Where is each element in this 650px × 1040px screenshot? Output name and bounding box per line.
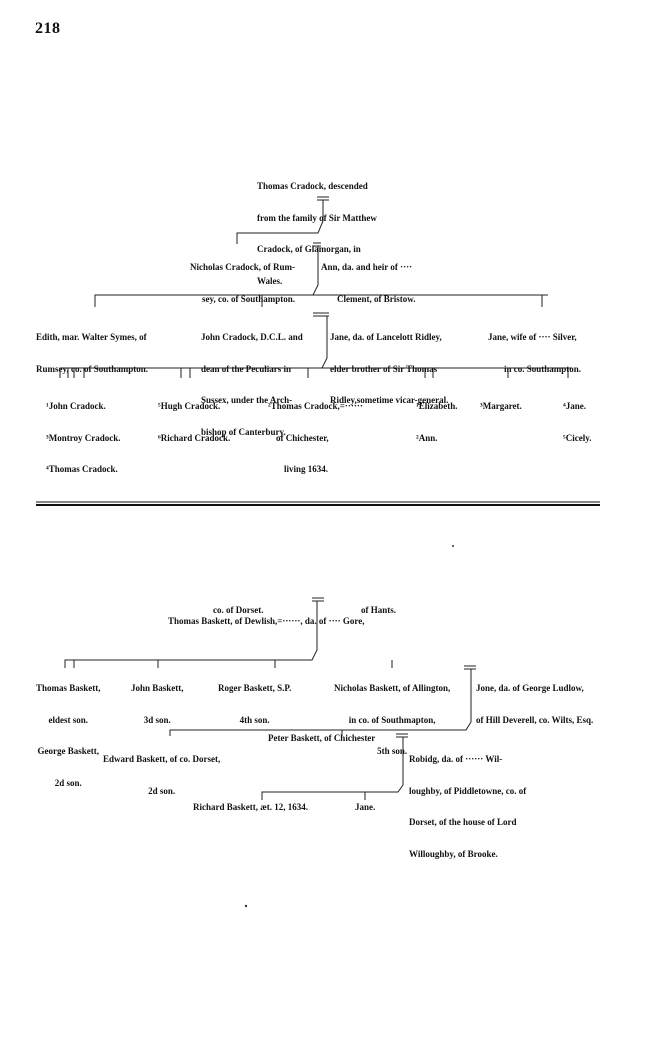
nicholas-line-1: Nicholas Cradock, of Rum- — [190, 262, 295, 272]
robidg-line-2: loughby, of Piddletowne, co. of — [409, 785, 527, 796]
root-line-3: Cradock, of Glamorgan, in — [257, 244, 361, 254]
roger-baskett: Roger Baskett, S.P. 4th son. — [218, 662, 291, 736]
john-line-1: John Cradock, D.C.L. and — [201, 332, 303, 342]
edward-baskett-son: 2d son. — [148, 785, 176, 796]
thomas-george-baskett: Thomas Baskett, eldest son. George Baske… — [36, 662, 101, 799]
ann-clement: Ann, da. and heir of ···· Clement, of Br… — [321, 241, 416, 315]
jane-ridley: Jane, da. of Lancelott Ridley, elder bro… — [330, 311, 448, 416]
edith-line-1: Edith, mar. Walter Symes, of — [36, 332, 147, 342]
root-line-2: from the family of Sir Matthew — [257, 212, 377, 223]
baskett-root-line-2: co. of Dorset. — [213, 605, 264, 615]
john-line-4: bishop of Canterbury. — [201, 426, 286, 437]
jane-silver: Jane, wife of ···· Silver, in co. Southa… — [488, 311, 581, 385]
child-john: ¹John Cradock. — [46, 401, 106, 411]
robidg-line-4: Willoughby, of Brooke. — [409, 848, 498, 859]
thomas-baskett-eldest: eldest son. — [48, 714, 89, 725]
baskett-root: Thomas Baskett, of Dewlish,=······, da. … — [168, 595, 364, 637]
children-group-2: ⁵Hugh Cradock. ⁶Richard Cradock. — [158, 380, 230, 454]
ann-line-2: Clement, of Bristow. — [337, 293, 416, 304]
jone-line-2: of Hill Deverell, co. Wilts, Esq. — [476, 714, 594, 725]
child-jane: ⁴Jane. — [563, 401, 586, 411]
roger-baskett-son: 4th son. — [239, 714, 270, 725]
child-thomas-chichester: ²Thomas Cradock,=······ — [268, 401, 363, 411]
child-cicely: ⁵Cicely. — [563, 432, 592, 443]
jone-ludlow: Jone, da. of George Ludlow, of Hill Deve… — [476, 662, 593, 736]
jane-silver-line-1: Jane, wife of ···· Silver, — [488, 332, 577, 342]
nicholas-line-2: sey, co. of Southampton. — [201, 293, 295, 304]
edward-baskett: Edward Baskett, of co. Dorset, 2d son. — [103, 733, 220, 807]
thomas-baskett: Thomas Baskett, — [36, 683, 101, 693]
john-baskett-son: 3d son. — [143, 714, 171, 725]
jane-ridley-line-1: Jane, da. of Lancelott Ridley, — [330, 332, 442, 342]
robidg-line-3: Dorset, of the house of Lord — [409, 817, 517, 827]
john-cradock-dcl: John Cradock, D.C.L. and dean of the Pec… — [201, 311, 303, 448]
root-line-4: Wales. — [257, 275, 283, 286]
children-group-1: ¹John Cradock. ³Montroy Cradock. ⁴Thomas… — [46, 380, 121, 485]
children-group-6: ⁴Jane. ⁵Cicely. — [563, 380, 591, 454]
nicholas-baskett: Nicholas Baskett, of Allington, in co. o… — [334, 662, 450, 767]
child-ann: ²Ann. — [416, 432, 438, 443]
jane-silver-line-2: in co. Southampton. — [504, 363, 582, 374]
jane-baskett: Jane. — [355, 802, 376, 812]
george-baskett-2d: 2d son. — [54, 777, 82, 788]
baskett-root-line-3: of Hants. — [361, 605, 397, 615]
robidg-line-1: Robidg, da. of ······ Wil- — [409, 754, 503, 764]
jane-ridley-line-2: elder brother of Sir Thomas — [330, 363, 438, 374]
nicholas-baskett-son: 5th son. — [377, 746, 408, 756]
edith-line-2: Rumsey, co. of Southampton. — [36, 363, 149, 374]
children-group-3: ²Thomas Cradock,=······ of Chichester, l… — [268, 380, 363, 485]
john-baskett: John Baskett, 3d son. — [131, 662, 184, 736]
child-elizabeth: ¹Elizabeth. — [416, 401, 458, 411]
child-thomas-line-3: living 1634. — [284, 464, 329, 474]
john-baskett-name: John Baskett, — [131, 683, 184, 693]
page-number: 218 — [35, 20, 61, 37]
peter-baskett: Peter Baskett, of Chichester — [268, 733, 376, 743]
richard-baskett: Richard Baskett, æt. 12, 1634. — [193, 802, 308, 812]
children-group-4: ¹Elizabeth. ²Ann. — [416, 380, 457, 454]
jane-ridley-line-3: Ridley,sometime vicar-general. — [330, 395, 449, 405]
edward-baskett-name: Edward Baskett, of co. Dorset, — [103, 754, 221, 764]
baskett-root-line-1: Thomas Baskett, of Dewlish,=······, da. … — [168, 616, 365, 626]
nicholas-cradock: Nicholas Cradock, of Rum- sey, co. of So… — [190, 241, 295, 315]
jone-line-1: Jone, da. of George Ludlow, — [476, 683, 584, 693]
child-thomas: ⁴Thomas Cradock. — [46, 464, 118, 474]
john-line-2: dean of the Peculiars in — [201, 363, 291, 374]
cradock-root: Thomas Cradock, descended from the famil… — [257, 160, 377, 297]
child-thomas-line-2: of Chichester, — [276, 432, 329, 443]
roger-baskett-name: Roger Baskett, S.P. — [218, 683, 292, 693]
edith-cradock: Edith, mar. Walter Symes, of Rumsey, co.… — [36, 311, 148, 385]
child-richard: ⁶Richard Cradock. — [158, 432, 231, 443]
child-hugh: ⁵Hugh Cradock. — [158, 401, 221, 411]
robidg-willoughby: Robidg, da. of ······ Wil- loughby, of P… — [409, 733, 526, 870]
children-group-5: ³Margaret. — [480, 380, 522, 422]
george-baskett: George Baskett, — [37, 746, 99, 756]
ann-line-1: Ann, da. and heir of ···· — [321, 262, 413, 272]
root-line-1: Thomas Cradock, descended — [257, 181, 368, 191]
child-margaret: ³Margaret. — [480, 401, 522, 411]
john-line-3: Sussex, under the Arch- — [201, 395, 293, 405]
child-montroy: ³Montroy Cradock. — [46, 432, 121, 443]
nicholas-baskett-name: Nicholas Baskett, of Allington, — [334, 683, 451, 693]
nicholas-baskett-place: in co. of Southmapton, — [348, 714, 436, 725]
